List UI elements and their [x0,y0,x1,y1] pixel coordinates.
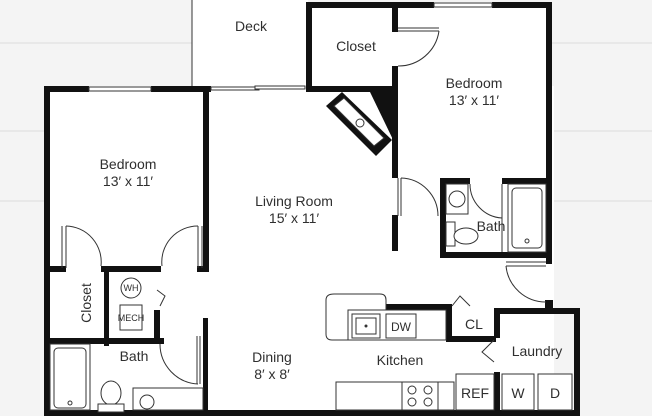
room-name: Deck [235,18,267,34]
dryer-label: D [549,385,561,401]
room-bath-right: Bath [477,218,506,235]
closet-small-label: CL [465,316,483,332]
room-name: Bedroom [445,75,503,91]
room-name: Closet [78,283,94,323]
room-name: Kitchen [376,352,424,368]
room-bath-left: Bath [120,348,149,365]
room-name: Bedroom [99,156,157,172]
room-size: 13′ x 11′ [102,173,154,189]
room-name: Dining [252,349,292,365]
room-laundry: Laundry [512,343,563,360]
water-heater-label: WH [123,283,139,293]
room-living-room: Living Room 15′ x 11′ [255,193,333,227]
room-dining: Dining 8′ x 8′ [252,349,292,383]
room-name: Living Room [255,193,333,209]
mechanical-label: MECH [117,313,145,323]
washer-label: W [511,385,525,401]
room-size: 8′ x 8′ [254,366,290,382]
refrigerator-label: REF [461,385,489,401]
room-closet-top: Closet [336,38,376,55]
dishwasher-label: DW [391,320,411,334]
room-closet-left: Closet [78,283,94,323]
room-size: 15′ x 11′ [268,210,320,226]
room-bedroom-left: Bedroom 13′ x 11′ [100,156,157,190]
room-kitchen: Kitchen [377,352,424,369]
room-deck: Deck [235,18,267,35]
room-name: Laundry [511,343,563,359]
room-name: Bath [476,218,506,234]
room-size: 13′ x 11′ [448,92,500,108]
room-name: Closet [336,38,376,54]
room-bedroom-right: Bedroom 13′ x 11′ [446,75,503,109]
room-name: Bath [119,348,149,364]
